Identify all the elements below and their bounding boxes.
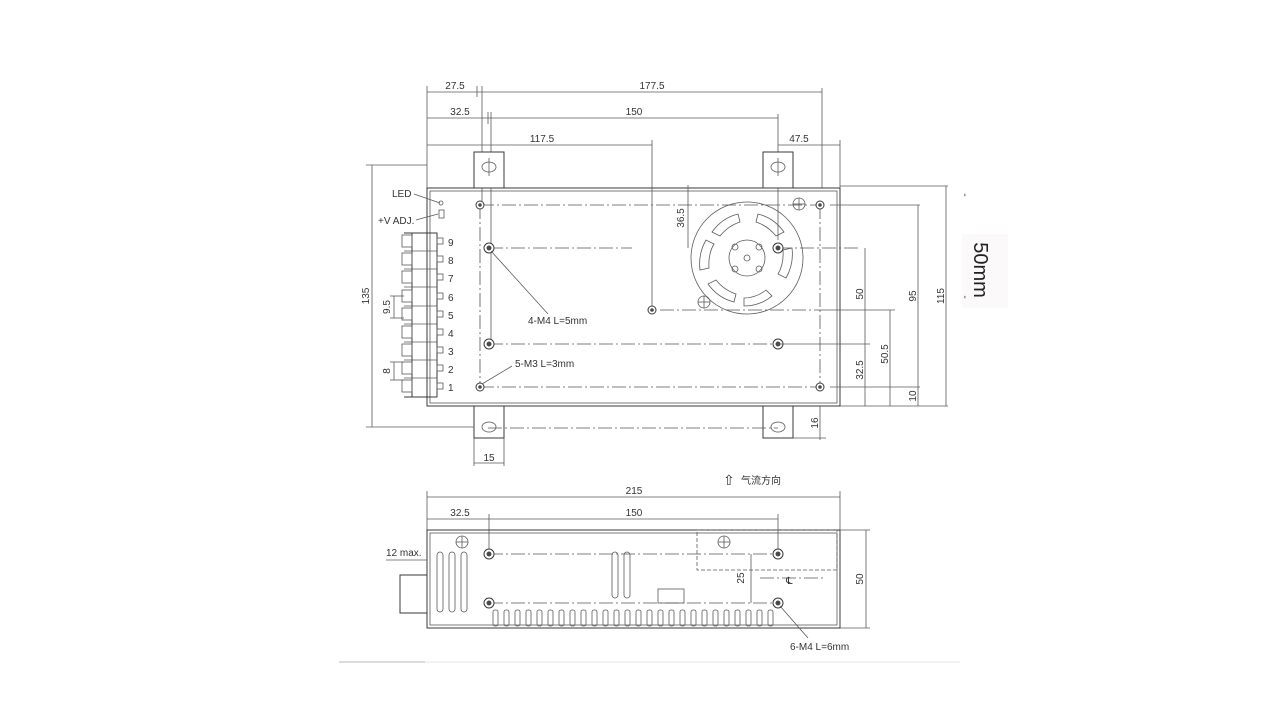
terminal-8: 8 <box>448 256 454 267</box>
mounting-brackets <box>473 151 794 439</box>
side-centerline-mark: ℄ <box>785 576 793 587</box>
screw-holes <box>475 200 825 392</box>
dim-177-5: 177.5 <box>639 81 664 92</box>
fan-grille <box>690 197 806 315</box>
dim-9-5: 9.5 <box>382 300 393 314</box>
terminal-6: 6 <box>448 293 454 304</box>
terminal-1: 1 <box>448 383 454 394</box>
terminal-7: 7 <box>448 274 454 285</box>
terminal-5: 5 <box>448 311 454 322</box>
terminal-9: 9 <box>448 238 454 249</box>
label-vadj: +V ADJ. <box>378 216 414 227</box>
dim-8: 8 <box>382 368 393 374</box>
annotation-background <box>962 234 1008 308</box>
airflow-arrow-icon: ⇧ <box>723 472 735 488</box>
dim-15: 15 <box>483 453 495 464</box>
housing-inner <box>429 190 838 404</box>
annotation-50mm: 50mm <box>969 242 991 298</box>
label-5-m3: 5-M3 L=3mm <box>515 359 574 370</box>
side-dim-25: 25 <box>736 572 747 584</box>
dim-50-5: 50.5 <box>880 344 891 364</box>
top-dimension-lines <box>426 86 841 348</box>
dim-150: 150 <box>626 107 643 118</box>
dim-115: 115 <box>936 288 947 304</box>
side-dim-32-5: 32.5 <box>450 508 470 519</box>
airflow-label: 气流方向 <box>741 474 781 487</box>
dim-50: 50 <box>855 288 866 300</box>
dim-117-5: 117.5 <box>530 134 555 145</box>
dim-36-5: 36.5 <box>676 208 687 228</box>
side-terminal <box>399 574 428 614</box>
terminal-3: 3 <box>448 347 454 358</box>
terminal-block <box>401 232 444 398</box>
annotation-ticks: - - <box>959 193 970 346</box>
dim-135: 135 <box>361 287 372 304</box>
dim-10: 10 <box>908 390 919 402</box>
dim-27-5: 27.5 <box>445 81 465 92</box>
label-4-m4: 4-M4 L=5mm <box>528 316 587 327</box>
side-dim-150: 150 <box>626 508 643 519</box>
top-view: 27.5 177.5 32.5 150 117.5 47.5 <box>361 81 948 466</box>
side-view: 215 32.5 150 12 max. <box>386 486 870 653</box>
dim-47-5: 47.5 <box>789 134 809 145</box>
dim-32-5-right: 32.5 <box>855 360 866 380</box>
bottom-vent-fins <box>492 609 774 627</box>
side-dim-50: 50 <box>855 573 866 585</box>
dim-16: 16 <box>810 417 821 429</box>
terminal-2: 2 <box>448 365 454 376</box>
right-dimension-lines <box>778 185 948 440</box>
label-led: LED <box>392 189 411 200</box>
side-dim-215: 215 <box>626 486 643 497</box>
dim-32-5: 32.5 <box>450 107 470 118</box>
terminal-4: 4 <box>448 329 454 340</box>
label-6-m4: 6-M4 L=6mm <box>790 642 849 653</box>
side-dim-12max: 12 max. <box>386 548 422 559</box>
dim-95: 95 <box>908 290 919 302</box>
